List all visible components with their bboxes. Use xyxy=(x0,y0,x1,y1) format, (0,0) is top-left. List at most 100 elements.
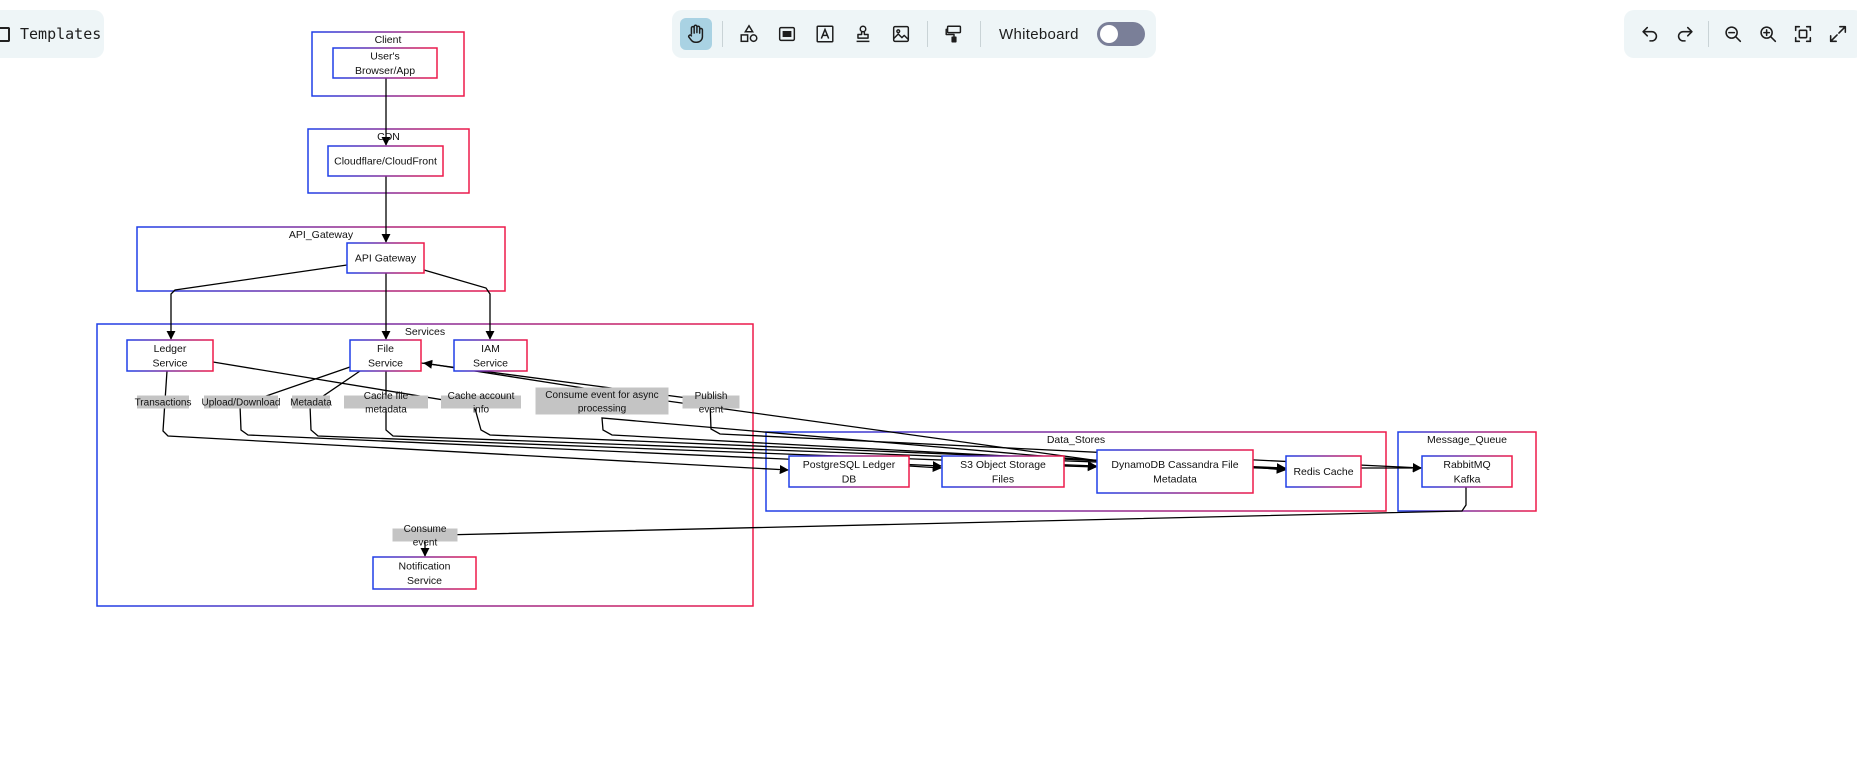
format-painter-button[interactable] xyxy=(938,18,970,50)
view-toolbar xyxy=(1624,10,1857,58)
node-box xyxy=(332,47,438,79)
shapes-icon xyxy=(740,24,758,43)
group-label-cdn: CDN xyxy=(377,131,400,143)
edge-ledger-to-redis[interactable] xyxy=(212,361,1286,473)
edge-file-to-dynamo[interactable] xyxy=(309,370,1097,471)
whiteboard-toggle[interactable] xyxy=(1096,22,1145,46)
node-label-redis: Redis Cache xyxy=(1293,466,1353,478)
edge-label-bg xyxy=(682,395,740,409)
fullscreen-icon xyxy=(1830,25,1847,43)
toolbar-separator xyxy=(1708,21,1710,47)
group-message-queue[interactable] xyxy=(1397,431,1537,512)
node-box xyxy=(327,145,444,177)
text-icon xyxy=(816,25,834,43)
templates-label: Templates xyxy=(20,25,102,43)
zoom-out-icon xyxy=(1725,26,1742,43)
group-label-data-stores: Data_Stores xyxy=(1047,434,1105,446)
hand-tool-button[interactable] xyxy=(680,18,712,50)
group-cdn[interactable] xyxy=(307,128,470,194)
edge-postgres-to-s3[interactable] xyxy=(908,462,942,473)
node-label-gateway: API Gateway xyxy=(355,253,417,265)
node-gateway[interactable]: API Gateway xyxy=(346,242,425,274)
node-redis[interactable]: Redis Cache xyxy=(1285,455,1362,488)
undo-button[interactable] xyxy=(1634,18,1665,50)
edge-label-bg xyxy=(535,387,669,415)
redo-button[interactable] xyxy=(1669,18,1700,50)
group-data-stores[interactable] xyxy=(765,431,1387,512)
zoom-in-button[interactable] xyxy=(1752,18,1783,50)
edge-file-to-s3[interactable] xyxy=(239,366,942,471)
toolbar-separator xyxy=(980,21,981,47)
text-tool-button[interactable] xyxy=(809,18,841,50)
fullscreen-button[interactable] xyxy=(1823,18,1854,50)
node-box xyxy=(1096,449,1254,494)
zoom-in-icon xyxy=(1760,26,1777,43)
image-tool-button[interactable] xyxy=(885,18,917,50)
edge-s3-to-dynamo[interactable] xyxy=(1063,462,1097,472)
zoom-out-button[interactable] xyxy=(1717,18,1748,50)
edge-label-bg xyxy=(441,395,521,409)
node-box xyxy=(349,339,422,372)
node-cloudflare[interactable]: Cloudflare/CloudFront xyxy=(327,145,444,177)
edge-dynamo-to-redis[interactable] xyxy=(1252,464,1286,474)
hand-icon xyxy=(688,24,704,43)
edge-rabbit-to-notification[interactable] xyxy=(420,487,1467,557)
edge-label-text: Metadata xyxy=(290,398,332,409)
edge-label-transactions: Transactions xyxy=(135,395,192,409)
edge-label-text: Upload/Download xyxy=(202,398,281,409)
fit-screen-button[interactable] xyxy=(1788,18,1819,50)
toolbar-separator xyxy=(927,21,928,47)
edge-label-bg xyxy=(137,395,189,409)
edge-label-upload-download: Upload/Download xyxy=(202,395,281,409)
group-services[interactable] xyxy=(96,323,754,607)
node-box xyxy=(346,242,425,274)
image-icon xyxy=(892,25,910,43)
edge-label-text: Transactions xyxy=(135,398,192,409)
templates-button[interactable]: Templates xyxy=(0,10,104,58)
edge-label-bg xyxy=(204,395,278,409)
group-label-services: Services xyxy=(405,326,445,338)
edge-label-bg xyxy=(344,395,428,409)
whiteboard-label: Whiteboard xyxy=(999,25,1079,43)
group-client[interactable] xyxy=(311,31,465,97)
group-api-gateway[interactable] xyxy=(136,226,506,292)
edge-gateway-to-ledger[interactable] xyxy=(166,264,348,340)
node-box xyxy=(1421,455,1513,488)
shapes-tool-button[interactable] xyxy=(733,18,765,50)
node-box xyxy=(1285,455,1362,488)
toggle-knob xyxy=(1099,25,1118,43)
group-label-api-gateway: API_Gateway xyxy=(289,229,354,241)
edge-label-bg xyxy=(392,528,458,542)
node-box xyxy=(453,339,528,372)
edge-gateway-to-iam[interactable] xyxy=(423,269,495,340)
stamp-tool-button[interactable] xyxy=(847,18,879,50)
rectangle-tool-button[interactable] xyxy=(771,18,803,50)
paint-brush-icon xyxy=(945,25,962,43)
edge-label-bg xyxy=(292,395,330,409)
